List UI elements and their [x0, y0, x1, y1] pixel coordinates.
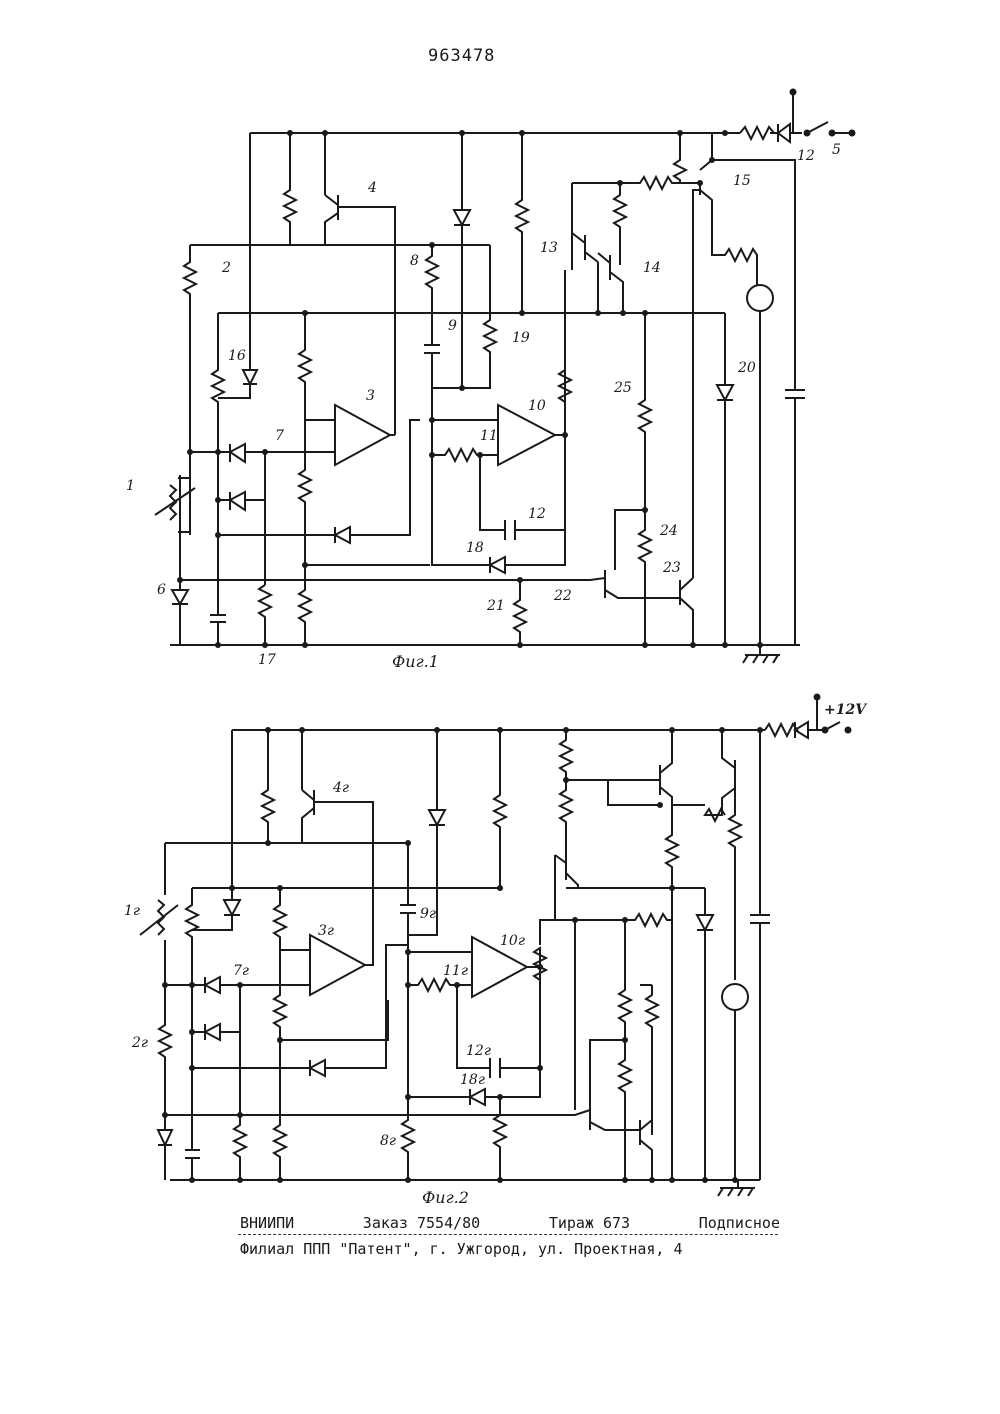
footer-org: ВНИИПИ	[240, 1214, 294, 1232]
fig1-caption: Фиг.1	[392, 652, 439, 671]
footer-order: Заказ 7554/80	[363, 1214, 480, 1232]
footer-divider	[238, 1234, 778, 1235]
fig2-label-8g: 8г	[380, 1133, 396, 1149]
fig1-label-3: 3	[366, 388, 375, 404]
fig2-label-3g: 3г	[318, 923, 334, 939]
fig1-label-14: 14	[643, 260, 661, 276]
fig1-label-1: 1	[126, 478, 135, 494]
fig1-label-12: 12	[528, 506, 546, 522]
fig1-label-4: 4	[367, 180, 377, 196]
fig1-label-6: 6	[157, 582, 166, 598]
fig2-label-10g: 10г	[500, 933, 525, 949]
fig1-label-19: 19	[512, 330, 530, 346]
fig1-label-2: 2	[221, 260, 231, 276]
fig1-label-15: 15	[733, 173, 751, 189]
fig2-label-11g: 11г	[443, 963, 468, 979]
fig1-label-21: 21	[486, 598, 505, 614]
fig2-label-1g: 1г	[124, 903, 140, 919]
fig1-label-17: 17	[258, 652, 276, 668]
footer-circulation: Тираж 673	[549, 1214, 630, 1232]
fig2-label-4g: 4г	[332, 780, 349, 796]
fig1-label-13: 13	[540, 240, 558, 256]
fig1-label-22: 22	[553, 588, 572, 604]
fig1-label-18: 18	[466, 540, 484, 556]
fig1-label-23: 23	[662, 560, 681, 576]
fig2-label-7g: 7г	[233, 963, 249, 979]
fig1-label-20: 20	[737, 360, 756, 376]
fig2-supply-label: +12V	[824, 702, 868, 718]
fig1-label-7: 7	[275, 428, 284, 444]
footer-subscription: Подписное	[699, 1214, 780, 1232]
fig1-label-9: 9	[448, 318, 457, 334]
fig1-label-24: 24	[659, 523, 678, 539]
fig2-label-12g: 12г	[466, 1043, 491, 1059]
fig2-label-2g: 2г	[131, 1035, 148, 1051]
fig1-label-11: 11	[480, 428, 498, 444]
fig1-label-12-switch: 12	[797, 148, 815, 164]
fig1-label-16: 16	[228, 348, 246, 364]
fig1-label-10: 10	[528, 398, 546, 414]
footer-branch: Филиал ППП "Патент", г. Ужгород, ул. Про…	[240, 1240, 780, 1258]
fig2-label-9g: 9г	[420, 906, 436, 922]
figure-2-circuit	[140, 695, 851, 1197]
fig1-label-8: 8	[410, 253, 419, 269]
fig1-label-5: 5	[832, 142, 841, 158]
footer-row-1: ВНИИПИ Заказ 7554/80 Тираж 673 Подписное	[240, 1214, 780, 1232]
fig1-label-25: 25	[613, 380, 632, 396]
fig2-caption: Фиг.2	[422, 1188, 469, 1207]
fig2-label-18g: 18г	[460, 1072, 485, 1088]
